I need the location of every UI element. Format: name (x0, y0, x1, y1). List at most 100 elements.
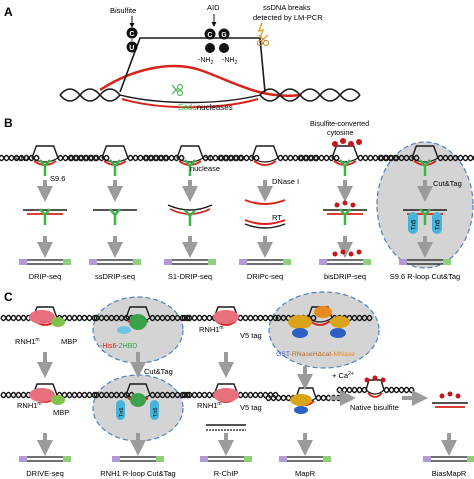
panel-b-col0-rloop-left-b (0, 154, 40, 162)
panel-c-col1-adapter-right (156, 456, 164, 462)
panel-a-endonucleases-label: Endonucleases (178, 103, 233, 112)
panel-a-dot-2 (219, 43, 229, 53)
panel-b-col3-rloop-left-b (218, 154, 260, 162)
panel-b-col4-frag-antibody (339, 208, 351, 225)
panel-b-col0-adapter-left (19, 259, 27, 265)
panel-a-nh2-b: -NH2 (222, 57, 237, 66)
panel-c-mapr-orange (314, 306, 332, 318)
panel-b-tn5-left-pill (408, 212, 418, 234)
panel-b-col0-adapter-right (63, 259, 71, 265)
panel-c-hbd-top (129, 314, 147, 330)
panel-b-col4-antibody (339, 159, 351, 176)
panel-a-base-c-circle (126, 27, 138, 39)
panel-c-tn5-right-pill (150, 400, 159, 420)
panel-b-bis-line2: cytosine (327, 128, 353, 137)
panel-c-nucleus-bottom (92, 374, 184, 442)
panel-b-col3-rloop-hybrid-dna (251, 157, 279, 163)
panel-b-col2-rloop-loop (176, 145, 204, 159)
panel-b-method-label: bisDRIP-seq (324, 272, 366, 281)
panel-b-col0-rloop-loop (31, 145, 59, 159)
panel-c: C RNH1m MBP RNH1m MBP -His6-2HBD Cut&Tag… (0, 290, 474, 478)
panel-b-col5-rloop-hybrid-dna (411, 157, 439, 163)
panel-b-s1-line1: S1 (203, 153, 212, 162)
panel-c-rnh1-top (29, 310, 55, 324)
panel-c-bis-dot-0 (364, 377, 370, 383)
panel-b-bis-read-dot-3 (356, 249, 362, 255)
panel-c-method-label: MapR (295, 469, 316, 478)
panel-c-tn5-left: Tn5 (119, 408, 125, 417)
panel-b-col5-adapter-left (399, 259, 407, 265)
panel-a-base-c: C (129, 31, 134, 38)
panel-b-col2-rloop-left-b (143, 154, 185, 162)
panel-c-col0-rloop-top-right-b (56, 314, 98, 322)
panel-c-bis-dot-2 (380, 377, 386, 383)
panel-c-col0-adapter-right (63, 456, 71, 462)
panel-a-dot-1 (205, 43, 215, 53)
panel-a-aid-label: AID (207, 3, 220, 12)
panel-b-col4-adapter-right (363, 259, 371, 265)
panel-b-col0-antibody (39, 159, 51, 176)
panel-c-mbp-mid (51, 395, 65, 405)
panel-c-col4-adapter-left (423, 456, 431, 462)
panel-c-mbp-mid-label: MBP (53, 408, 69, 417)
panel-c-bis-dot-1 (372, 375, 378, 381)
panel-b-col3-cdna-rna (244, 219, 286, 225)
panel-c-biasmapr-dot-2 (455, 393, 461, 399)
panel-a: A Bisulfite AID ssDNA breaks detected by… (4, 3, 361, 112)
panel-c-rnh1-mid (29, 388, 55, 402)
panel-b-col2-adapter-left (164, 259, 172, 265)
panel-a-base-u-circle (126, 41, 138, 53)
panel-c-bisulfite-rloop-right-b (383, 386, 415, 394)
panel-b-col5-adapter-right (443, 259, 451, 265)
panel-b-col3-rna-only (244, 199, 286, 205)
panel-c-mbp-top-label: MBP (61, 337, 77, 346)
panel-a-hybrid-dna (119, 94, 261, 104)
panel-c-biasmapr-dot-0 (439, 393, 445, 399)
panel-c-his-top (117, 326, 131, 334)
panel-c-rnh1-rchip-mid-label: RNH1m (197, 401, 222, 410)
panel-c-bisulfite-rloop-rna (367, 392, 383, 398)
panel-b-col1-rloop-loop (101, 145, 129, 159)
panel-b-col1-antibody (109, 159, 121, 176)
panel-b-bis-line1: Bisulfite-converted (310, 119, 369, 128)
panel-c-col0-adapter-left (19, 456, 27, 462)
panel-a-base-u: U (129, 45, 134, 52)
panel-c-col3-adapter-right (323, 456, 331, 462)
panel-c-bisulfite-rloop-hybrid-dna (365, 389, 385, 395)
panel-b-nucleus (376, 141, 474, 269)
panel-a-rna-strand (99, 64, 301, 98)
panel-c-ca-label: + Ca2+ (332, 371, 354, 380)
panel-b-col3-cdna-dna (244, 223, 286, 229)
panel-c-col1-rloop-top-left-b (93, 314, 135, 322)
panel-c-col1-rloop-mid-left-b (93, 391, 135, 399)
panel-b-bis-dot-0 (332, 141, 338, 147)
scissors-icon (256, 34, 270, 47)
panel-b-col2-antibody (184, 159, 196, 176)
panel-c-native-bisulfite: Native bisulfite (350, 403, 399, 412)
panel-b-rt-label: RT (272, 213, 282, 222)
panel-c-rnh1-rchip-mid (213, 388, 239, 402)
panel-c-col1-rloop-mid-loop (125, 383, 151, 396)
panel-b-col0-rloop-hybrid-dna (31, 157, 59, 163)
panel-b-bis-frag-dot-1 (342, 200, 348, 206)
panel-c-hbd-bottom (130, 393, 146, 407)
panel-c-tn5-right: Tn5 (153, 408, 159, 417)
panel-c-col3-adapter-left (279, 456, 287, 462)
panel-b-col5-antibody (419, 159, 431, 176)
panel-b-col1-adapter-right (133, 259, 141, 265)
panel-c-mapr-yellow (288, 315, 312, 329)
panel-a-base-g: G (221, 32, 227, 39)
panel-c-rnh1-rchip-top-label: RNH1m (199, 325, 224, 334)
panel-b: B Bisulfite-converted cytosine RNA S9.6 … (0, 116, 474, 281)
panel-b-col5-rloop-right-b (437, 154, 474, 162)
panel-c-col4-adapter-right (467, 456, 474, 462)
panel-b-tn5-left: Tn5 (412, 219, 418, 230)
panel-b-col1-adapter-left (89, 259, 97, 265)
panel-b-bis-read-dot-1 (340, 249, 346, 255)
panel-b-col0-frag-antibody (39, 208, 51, 225)
panel-c-col2-adapter-right (244, 456, 252, 462)
panel-b-rna-label: RNA (15, 154, 31, 163)
panel-c-mapr-yellow-2 (330, 316, 350, 328)
panel-b-col5-rloop-left-b (378, 154, 420, 162)
panel-a-ssdna-line1: ssDNA breaks (263, 3, 311, 12)
